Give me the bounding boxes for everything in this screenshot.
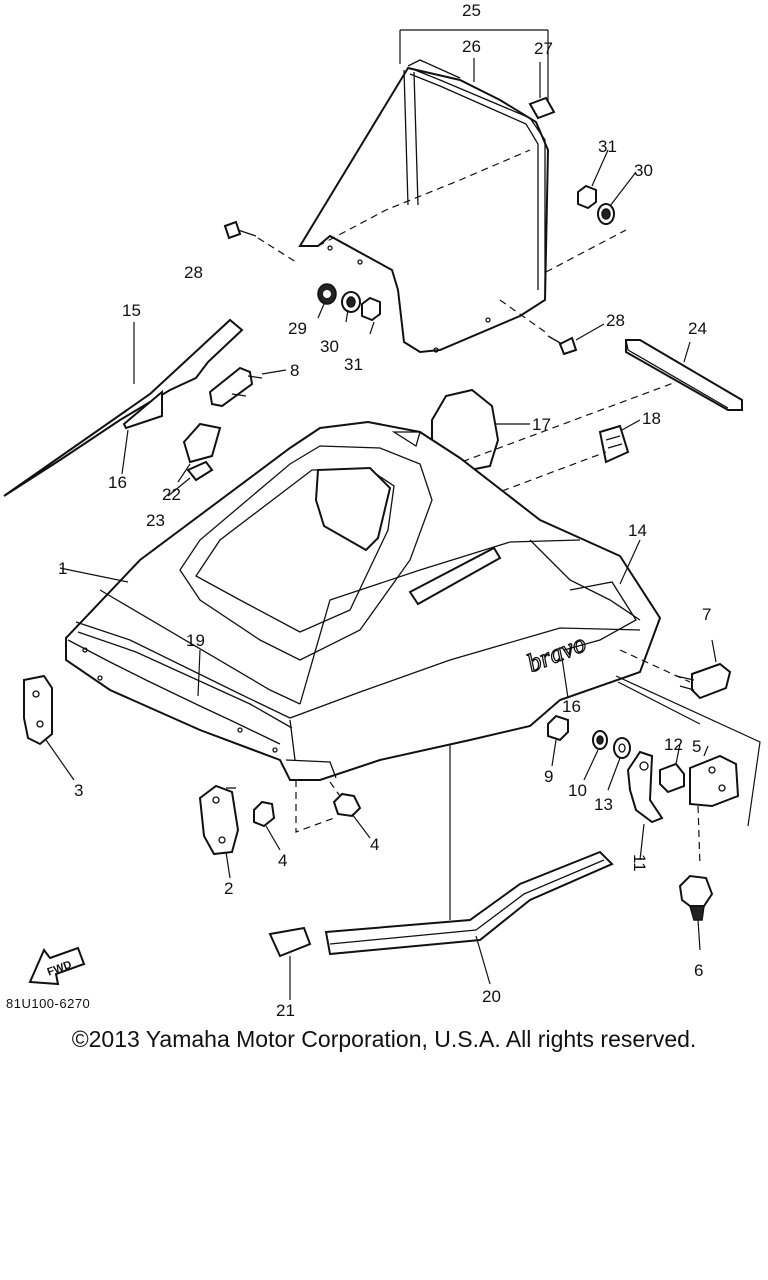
pad-21 [268, 926, 312, 1000]
screw-28-right [499, 299, 605, 356]
callout-8: 8 [290, 361, 299, 380]
callout-4-right: 4 [370, 835, 379, 854]
grommet-4-left [253, 800, 281, 851]
callout-20: 20 [482, 987, 501, 1006]
callout-1: 1 [58, 559, 67, 578]
copyright-notice: ©2013 Yamaha Motor Corporation, U.S.A. A… [71, 1026, 697, 1052]
windshield [298, 59, 550, 354]
callout-2: 2 [224, 879, 233, 898]
bracket-5 [689, 745, 740, 808]
callout-27: 27 [534, 39, 553, 58]
callout-30-right: 30 [634, 161, 653, 180]
windshield-clip-27 [528, 96, 556, 120]
callout-25: 25 [462, 1, 481, 20]
callout-15: 15 [122, 301, 141, 320]
callout-4-left: 4 [278, 851, 287, 870]
callout-23: 23 [146, 511, 165, 530]
bracket-11 [626, 750, 664, 861]
diagram-code: 81U100-6270 [6, 996, 91, 1011]
callout-9: 9 [544, 767, 553, 786]
washer-30-left [341, 291, 361, 313]
callout-19: 19 [186, 631, 205, 650]
forward-arrow-icon: FWD [28, 946, 86, 986]
callout-16-right: 16 [562, 697, 581, 716]
callout-17: 17 [532, 415, 551, 434]
knob-6 [678, 874, 714, 951]
callout-31-right: 31 [598, 137, 617, 156]
nut-31-right [577, 184, 597, 210]
parts-diagram: bravo [3, 1, 761, 1020]
washer-10 [583, 730, 608, 781]
callout-5: 5 [692, 737, 701, 756]
callout-21: 21 [276, 1001, 295, 1020]
pad-23 [186, 460, 214, 482]
callout-26: 26 [462, 37, 481, 56]
plate-18 [598, 419, 641, 464]
washer-13 [607, 737, 631, 791]
callout-28-left: 28 [184, 263, 203, 282]
nut-31-left [361, 296, 381, 322]
callout-30-left: 30 [320, 337, 339, 356]
pad-22 [182, 422, 222, 464]
callout-28-right: 28 [606, 311, 625, 330]
side-decal-15 [3, 318, 244, 497]
callout-7: 7 [702, 605, 711, 624]
bracket-8 [208, 366, 287, 408]
screw-28-left [223, 220, 297, 263]
callout-24: 24 [688, 319, 707, 338]
collar-12 [659, 743, 685, 794]
washer-29 [317, 283, 337, 305]
callout-6: 6 [694, 961, 703, 980]
callout-14: 14 [628, 521, 647, 540]
callout-16-left: 16 [108, 473, 127, 492]
callout-29: 29 [288, 319, 307, 338]
hinge-3 [23, 674, 75, 781]
bar-24 [625, 339, 743, 411]
callout-22: 22 [162, 485, 181, 504]
hood-1 [65, 420, 662, 781]
callout-13: 13 [594, 795, 613, 814]
hinge-2 [198, 784, 240, 879]
grommet-4-right [332, 792, 371, 839]
washer-30-right [597, 203, 615, 225]
callout-10: 10 [568, 781, 587, 800]
nut-9 [547, 714, 569, 767]
callout-12: 12 [664, 735, 683, 754]
callout-18: 18 [642, 409, 661, 428]
trim-strip-20 [324, 850, 614, 985]
callout-31-left: 31 [344, 355, 363, 374]
callout-3: 3 [74, 781, 83, 800]
knob-7 [675, 639, 732, 700]
callout-11: 11 [630, 854, 649, 872]
